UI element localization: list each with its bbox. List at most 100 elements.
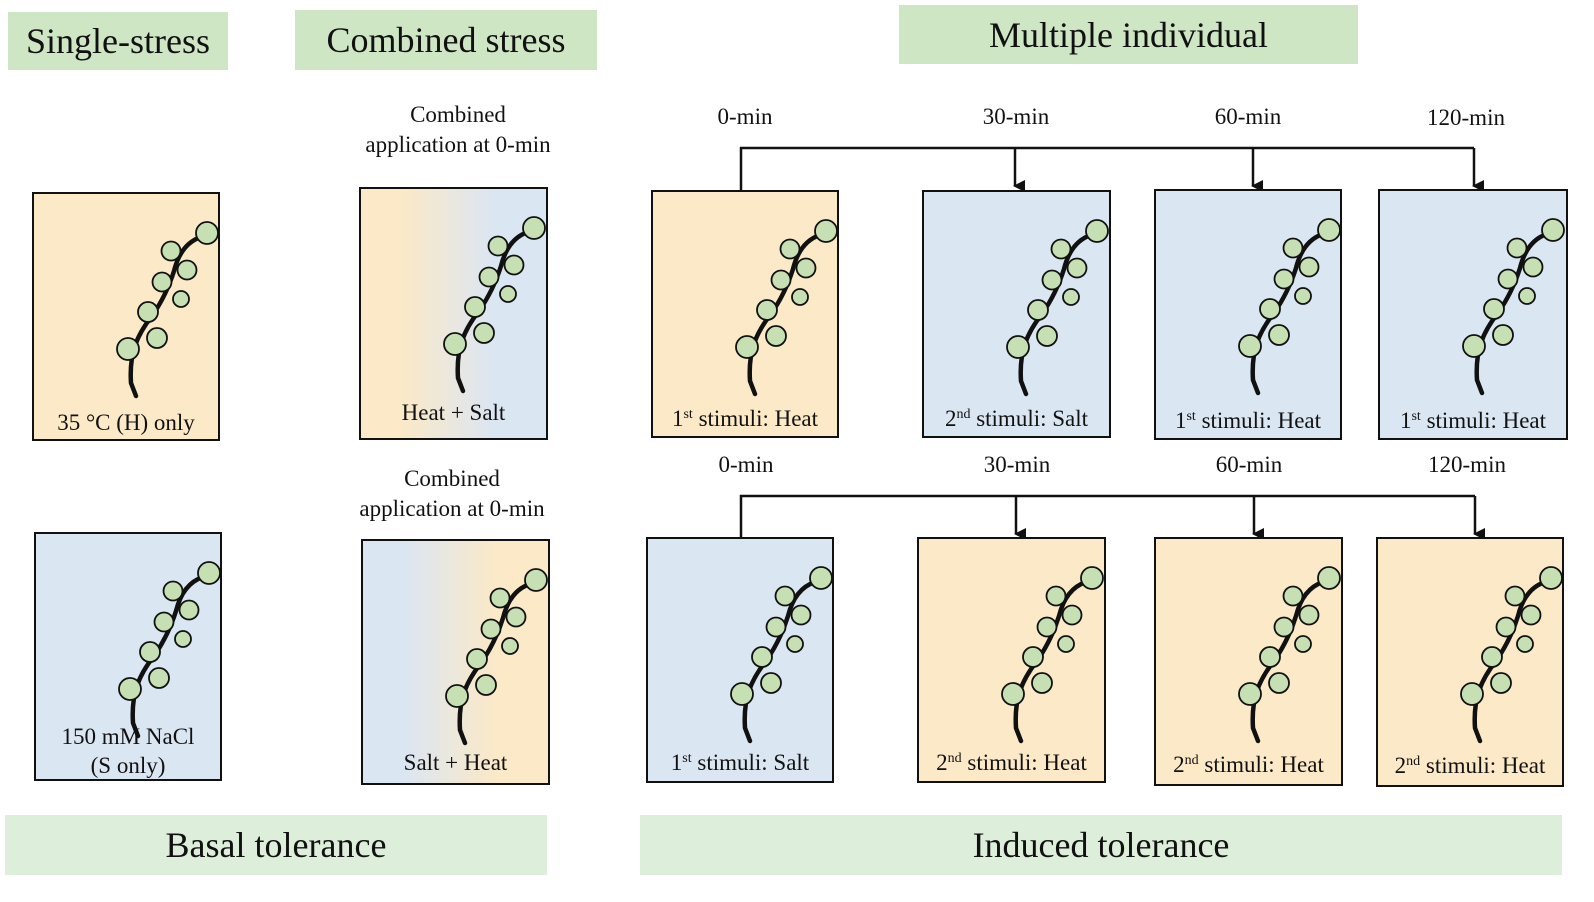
plant-shape [445, 568, 548, 746]
plant-leaf [795, 257, 817, 279]
plant-leaf [443, 332, 467, 356]
plant-leaf [478, 266, 500, 288]
plant-leaf [174, 630, 192, 648]
plant-leaf [770, 269, 792, 291]
plant-shape [1006, 219, 1109, 397]
plant-leaf [522, 216, 546, 240]
plant-leaf [1080, 566, 1104, 590]
plant-leaf [1520, 604, 1542, 626]
plant-leaf [1462, 334, 1486, 358]
stimulus-ordinal: 1 [1399, 408, 1412, 433]
plant-leaf [765, 325, 787, 347]
plant-leaf [1061, 604, 1083, 626]
caption-line: application at 0-min [365, 132, 551, 157]
panel-timeline-top-1: 2nd stimuli: Salt [922, 190, 1111, 438]
plant-icon [443, 216, 546, 394]
stimulus-ordinal: 1 [1174, 408, 1187, 433]
panel-label: 35 °C (H) only [57, 410, 195, 435]
bottom-bracket [739, 494, 1485, 540]
plant-leaf [178, 599, 200, 621]
plant-leaf [195, 221, 219, 245]
plant-leaf [1492, 324, 1514, 346]
stimulus-ordinal: 2 [1394, 753, 1407, 778]
panel-label: 150 mM NaCl (S only) [36, 722, 220, 780]
plant-shape [735, 219, 838, 397]
panel-label: 2nd stimuli: Salt [924, 404, 1109, 433]
stimulus-ordinal-suffix: nd [956, 407, 971, 422]
plant-leaf [1268, 672, 1290, 694]
plant-leaf [1036, 325, 1058, 347]
plant-icon [1006, 219, 1109, 397]
stimulus-ordinal: 1 [671, 406, 684, 431]
stimulus-ordinal: 2 [936, 750, 948, 775]
plant-leaf [1294, 635, 1312, 653]
plant-leaf [475, 674, 497, 696]
plant-shape [730, 566, 833, 744]
panel-timeline-top-2: 1st stimuli: Heat [1154, 189, 1342, 440]
plant-icon [1238, 566, 1341, 744]
plant-leaf [1031, 672, 1053, 694]
plant-leaf [1268, 324, 1290, 346]
plant-shape [1462, 218, 1565, 396]
plant-leaf [786, 635, 804, 653]
plant-shape [1001, 566, 1104, 744]
plant-leaf [489, 587, 511, 609]
stimulus-text: stimuli: Heat [1195, 408, 1322, 433]
header-single-stress: Single-stress [8, 12, 228, 70]
time-label-bottom: 0-min [718, 452, 774, 477]
panel-label: 2nd stimuli: Heat [1156, 750, 1341, 779]
plant-shape [1238, 566, 1341, 744]
stimulus-text: stimuli: Heat [1198, 752, 1324, 777]
plant-icon [730, 566, 833, 744]
plant-shape [443, 216, 546, 394]
time-label-top: 0-min [717, 104, 773, 129]
plant-icon [118, 561, 221, 739]
plant-leaf [1259, 646, 1281, 668]
plant-leaf [1045, 585, 1067, 607]
plant-leaf [172, 290, 190, 308]
plant-leaf [499, 285, 517, 303]
plant-leaf [151, 271, 173, 293]
plant-leaf [116, 337, 140, 361]
stimulus-text: stimuli: Heat [692, 406, 819, 431]
plant-leaf [505, 606, 527, 628]
plant-leaf [139, 641, 161, 663]
plant-leaf [197, 561, 221, 585]
plant-leaf [1541, 218, 1565, 242]
plant-leaf [1027, 299, 1049, 321]
stimulus-ordinal: 1 [670, 750, 683, 775]
plant-icon [1460, 566, 1563, 744]
panel-combined-salt-heat: Salt + Heat [361, 539, 550, 785]
panel-label: 1st stimuli: Salt [648, 748, 832, 777]
plant-leaf [1298, 256, 1320, 278]
plant-leaf [1085, 219, 1109, 243]
panel-label-line: (S only) [90, 753, 166, 778]
plant-leaf [503, 254, 525, 276]
plant-shape [1238, 218, 1341, 396]
plant-leaf [1481, 646, 1503, 668]
plant-leaf [1490, 672, 1512, 694]
plant-leaf [1062, 288, 1080, 306]
stimulus-ordinal: 2 [1173, 752, 1185, 777]
time-label-bottom: 120-min [1428, 452, 1506, 477]
caption-line: Combined [404, 466, 500, 491]
panel-timeline-top-3: 1st stimuli: Heat [1378, 189, 1568, 440]
stimulus-ordinal-suffix: nd [947, 751, 962, 766]
stimulus-ordinal-suffix: st [683, 407, 693, 422]
time-label-top: 30-min [982, 104, 1050, 129]
plant-leaf [1317, 566, 1341, 590]
plant-leaf [1495, 616, 1517, 638]
plant-leaf [1497, 268, 1519, 290]
plant-leaf [137, 301, 159, 323]
caption-line: application at 0-min [359, 496, 545, 521]
plant-leaf [524, 568, 548, 592]
plant-leaf [445, 684, 469, 708]
plant-leaf [1516, 635, 1534, 653]
time-label-bottom: 60-min [1215, 452, 1283, 477]
stimulus-ordinal-suffix: st [1186, 409, 1196, 424]
plant-icon [1238, 218, 1341, 396]
plant-leaf [153, 611, 175, 633]
plant-leaf [480, 618, 502, 640]
plant-leaf [760, 672, 782, 694]
